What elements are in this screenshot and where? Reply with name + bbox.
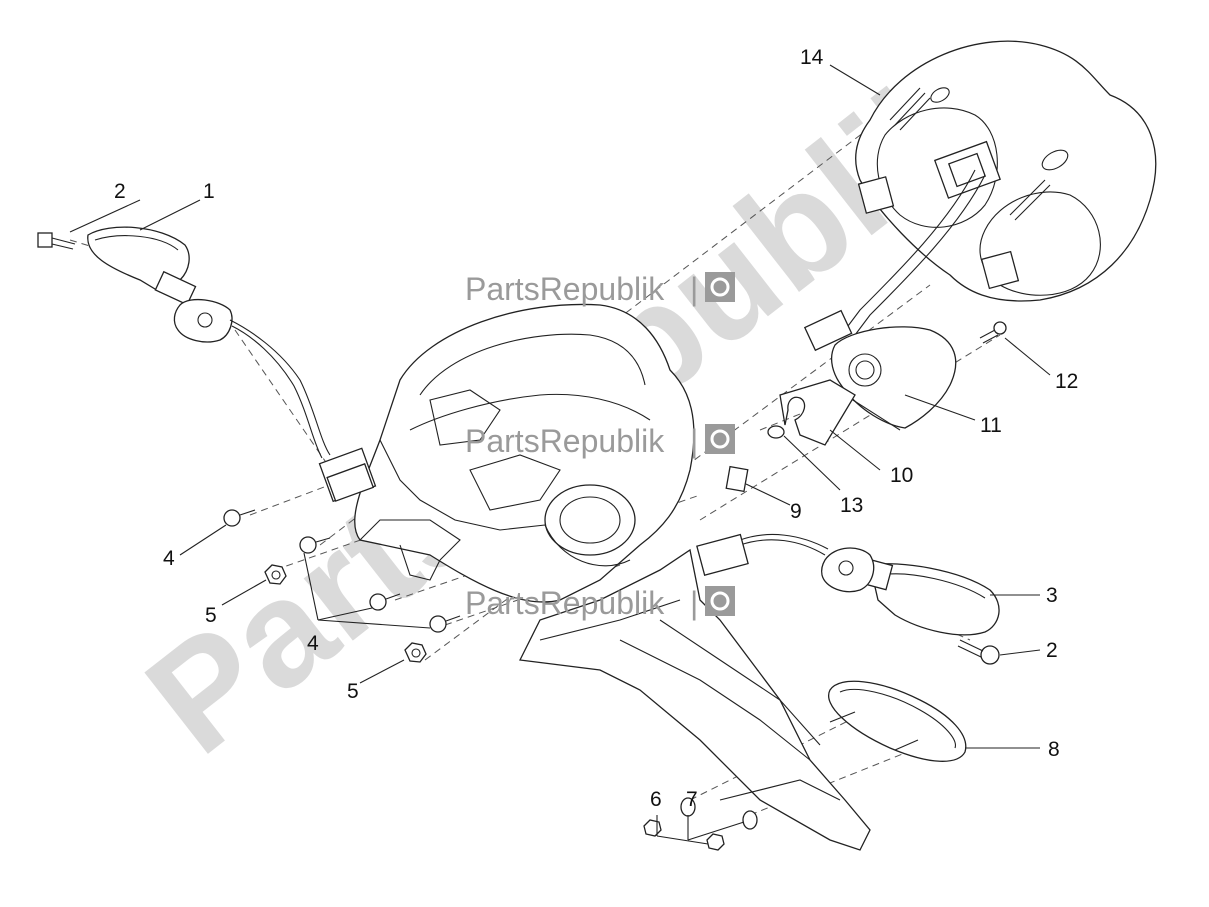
- watermark-separator: |: [690, 585, 698, 621]
- rear-light: [831, 326, 957, 431]
- watermark-text: PartsRepublik: [465, 423, 665, 459]
- right-turn-indicator: [696, 533, 1000, 636]
- watermark-text: PartsRepublik: [465, 585, 665, 621]
- callout-5: 5: [205, 604, 217, 627]
- callout-1: 1: [203, 180, 215, 203]
- watermark-logo-2: PartsRepublik |: [465, 423, 735, 459]
- callout-14: 14: [800, 46, 824, 69]
- watermark-separator: |: [690, 271, 698, 307]
- watermark-text: PartsRepublik: [465, 271, 665, 307]
- license-plate-light: [828, 680, 967, 762]
- watermark-separator: |: [690, 423, 698, 459]
- callout-9: 9: [790, 500, 802, 523]
- callout-13: 13: [840, 494, 863, 517]
- callout-labels: 1 2 2 3 4 4 5 5 6 7 8 9 10 11 12 13 14: [114, 46, 1078, 811]
- gasket: [779, 379, 856, 446]
- callout-11: 11: [980, 414, 1002, 437]
- leader-lines: [69, 64, 1051, 845]
- callout-2: 2: [114, 180, 126, 203]
- callout-7: 7: [686, 788, 698, 811]
- callout-3: 3: [1046, 584, 1058, 607]
- callout-4: 4: [163, 547, 175, 570]
- watermark-logo-3: PartsRepublik |: [465, 585, 735, 621]
- callout-6: 6: [650, 788, 662, 811]
- instrument-cluster: [803, 40, 1157, 352]
- gear-icon: [705, 272, 735, 302]
- callout-10: 10: [890, 464, 913, 487]
- callout-4: 4: [307, 632, 319, 655]
- gear-icon: [705, 424, 735, 454]
- watermark-logo-1: PartsRepublik |: [465, 271, 735, 307]
- callout-8: 8: [1048, 738, 1060, 761]
- gear-icon: [705, 586, 735, 616]
- hardware: [37, 232, 1007, 851]
- callout-2: 2: [1046, 639, 1058, 662]
- callout-5: 5: [347, 680, 359, 703]
- callout-12: 12: [1055, 370, 1078, 393]
- rear-fender-assembly: [354, 303, 871, 851]
- left-turn-indicator: [87, 226, 377, 503]
